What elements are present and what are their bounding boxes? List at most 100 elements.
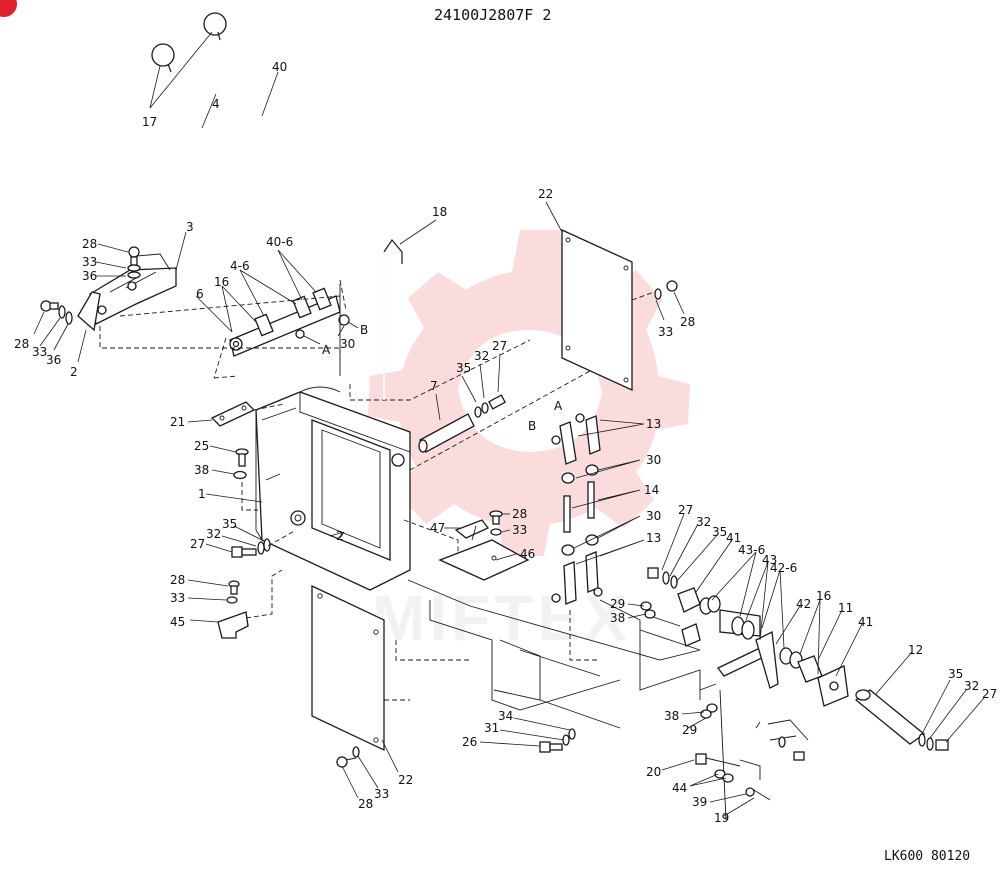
callout-41-a: 41 <box>726 531 741 545</box>
cover-plate-top <box>561 228 678 392</box>
callout-4-6: 4-6 <box>230 259 250 273</box>
callout-28-a: 28 <box>82 237 97 251</box>
callout-42-6: 42-6 <box>770 561 797 575</box>
callout-26: 26 <box>462 735 477 749</box>
callout-3: 3 <box>186 220 194 234</box>
callout-6: 6 <box>196 287 204 301</box>
callout-28-f: 28 <box>358 797 373 811</box>
callout-36-b: 36 <box>46 353 61 367</box>
callout-38-b: 38 <box>610 611 625 625</box>
callout-40: 40 <box>272 60 287 74</box>
part-number: 24100J2807F 2 <box>434 6 551 24</box>
callout-19: 19 <box>714 811 729 825</box>
callout-27-b: 27 <box>190 537 205 551</box>
callout-33-c: 33 <box>658 325 673 339</box>
callout-30-a: 30 <box>340 337 355 351</box>
callout-29-a: 29 <box>610 597 625 611</box>
corner-badge <box>0 0 17 17</box>
callout-33-a: 33 <box>82 255 97 269</box>
callout-28-e: 28 <box>512 507 527 521</box>
callout-35-d: 35 <box>948 667 963 681</box>
callout-7: 7 <box>430 379 438 393</box>
base-frame <box>395 579 701 729</box>
callout-A-right: A <box>554 399 563 413</box>
callout-27-d: 27 <box>982 687 997 701</box>
callout-35-a: 35 <box>456 361 471 375</box>
callout-28-c: 28 <box>680 315 695 329</box>
bracket-plate <box>77 253 341 376</box>
callout-21: 21 <box>170 415 185 429</box>
callout-B-left: B <box>360 323 368 337</box>
callout-16: 16 <box>214 275 229 289</box>
callout-43-6: 43-6 <box>738 543 765 557</box>
callout-18: 18 <box>432 205 447 219</box>
callout-34: 34 <box>498 709 513 723</box>
callout-28-d: 28 <box>170 573 185 587</box>
callout-41-b: 41 <box>858 615 873 629</box>
callout-27-c: 27 <box>678 503 693 517</box>
callout-32-c: 32 <box>696 515 711 529</box>
callout-29-b: 29 <box>682 723 697 737</box>
rod-18 <box>383 238 403 400</box>
callout-1: 1 <box>198 487 206 501</box>
callout-45: 45 <box>170 615 185 629</box>
callout-38-c: 38 <box>664 709 679 723</box>
callout-13-a: 13 <box>646 417 661 431</box>
callout-43: 43 <box>762 553 777 567</box>
leader-lines <box>33 31 985 817</box>
callout-4: 4 <box>212 97 220 111</box>
bracket-45 <box>217 569 283 639</box>
callout-44: 44 <box>672 781 687 795</box>
callout-A-left: A <box>322 343 331 357</box>
callout-17: 17 <box>142 115 157 129</box>
callout-32-b: 32 <box>206 527 221 541</box>
callout-31: 31 <box>484 721 499 735</box>
callout-39: 39 <box>692 795 707 809</box>
callout-27-a: 27 <box>492 339 507 353</box>
callout-28-b: 28 <box>14 337 29 351</box>
callout-46: 46 <box>520 547 535 561</box>
fasteners-top-left <box>40 246 141 325</box>
callout-40-6: 40-6 <box>266 235 293 249</box>
control-box: 2 <box>255 339 611 591</box>
callout-11: 11 <box>838 601 853 615</box>
callout-42: 42 <box>796 597 811 611</box>
bolt-25 <box>233 448 258 511</box>
shaft-7 <box>418 394 506 453</box>
callout-32-a: 32 <box>474 349 489 363</box>
watermark-logo: MIFTEX <box>368 230 690 654</box>
callout-35-c: 35 <box>712 525 727 539</box>
fasteners-right-a <box>640 567 678 619</box>
shaft-12 <box>854 689 949 751</box>
callout-16-b: 16 <box>816 589 831 603</box>
callout-33-d: 33 <box>170 591 185 605</box>
callout-38-a: 38 <box>194 463 209 477</box>
linkage-right <box>677 587 849 821</box>
callout-33-f: 33 <box>374 787 389 801</box>
callout-2: 2 <box>70 365 78 379</box>
callout-35-b: 35 <box>222 517 237 531</box>
callout-13-b: 13 <box>646 531 661 545</box>
watermark-text: MIFTEX <box>372 582 631 654</box>
callout-12: 12 <box>908 643 923 657</box>
callout-labels: 17 4 40 3 28 33 36 16 4-6 40-6 6 28 33 3… <box>14 60 997 825</box>
callout-20: 20 <box>646 765 661 779</box>
callout-33-e: 33 <box>512 523 527 537</box>
callout-30-c: 30 <box>646 509 661 523</box>
cover-plate-bottom <box>311 584 410 768</box>
callout-22-top: 22 <box>538 187 553 201</box>
callout-47: 47 <box>430 521 445 535</box>
callout-22-bottom: 22 <box>398 773 413 787</box>
callout-33-b: 33 <box>32 345 47 359</box>
callout-36-a: 36 <box>82 269 97 283</box>
bolt-26 <box>539 728 576 753</box>
callout-14: 14 <box>644 483 659 497</box>
callout-30-b: 30 <box>646 453 661 467</box>
bolt-27-left <box>231 529 297 558</box>
svg-text:2: 2 <box>336 529 344 543</box>
lever-assembly <box>151 12 350 379</box>
small-parts-bottom <box>695 703 809 801</box>
callout-25: 25 <box>194 439 209 453</box>
bracket-46 <box>438 510 530 581</box>
